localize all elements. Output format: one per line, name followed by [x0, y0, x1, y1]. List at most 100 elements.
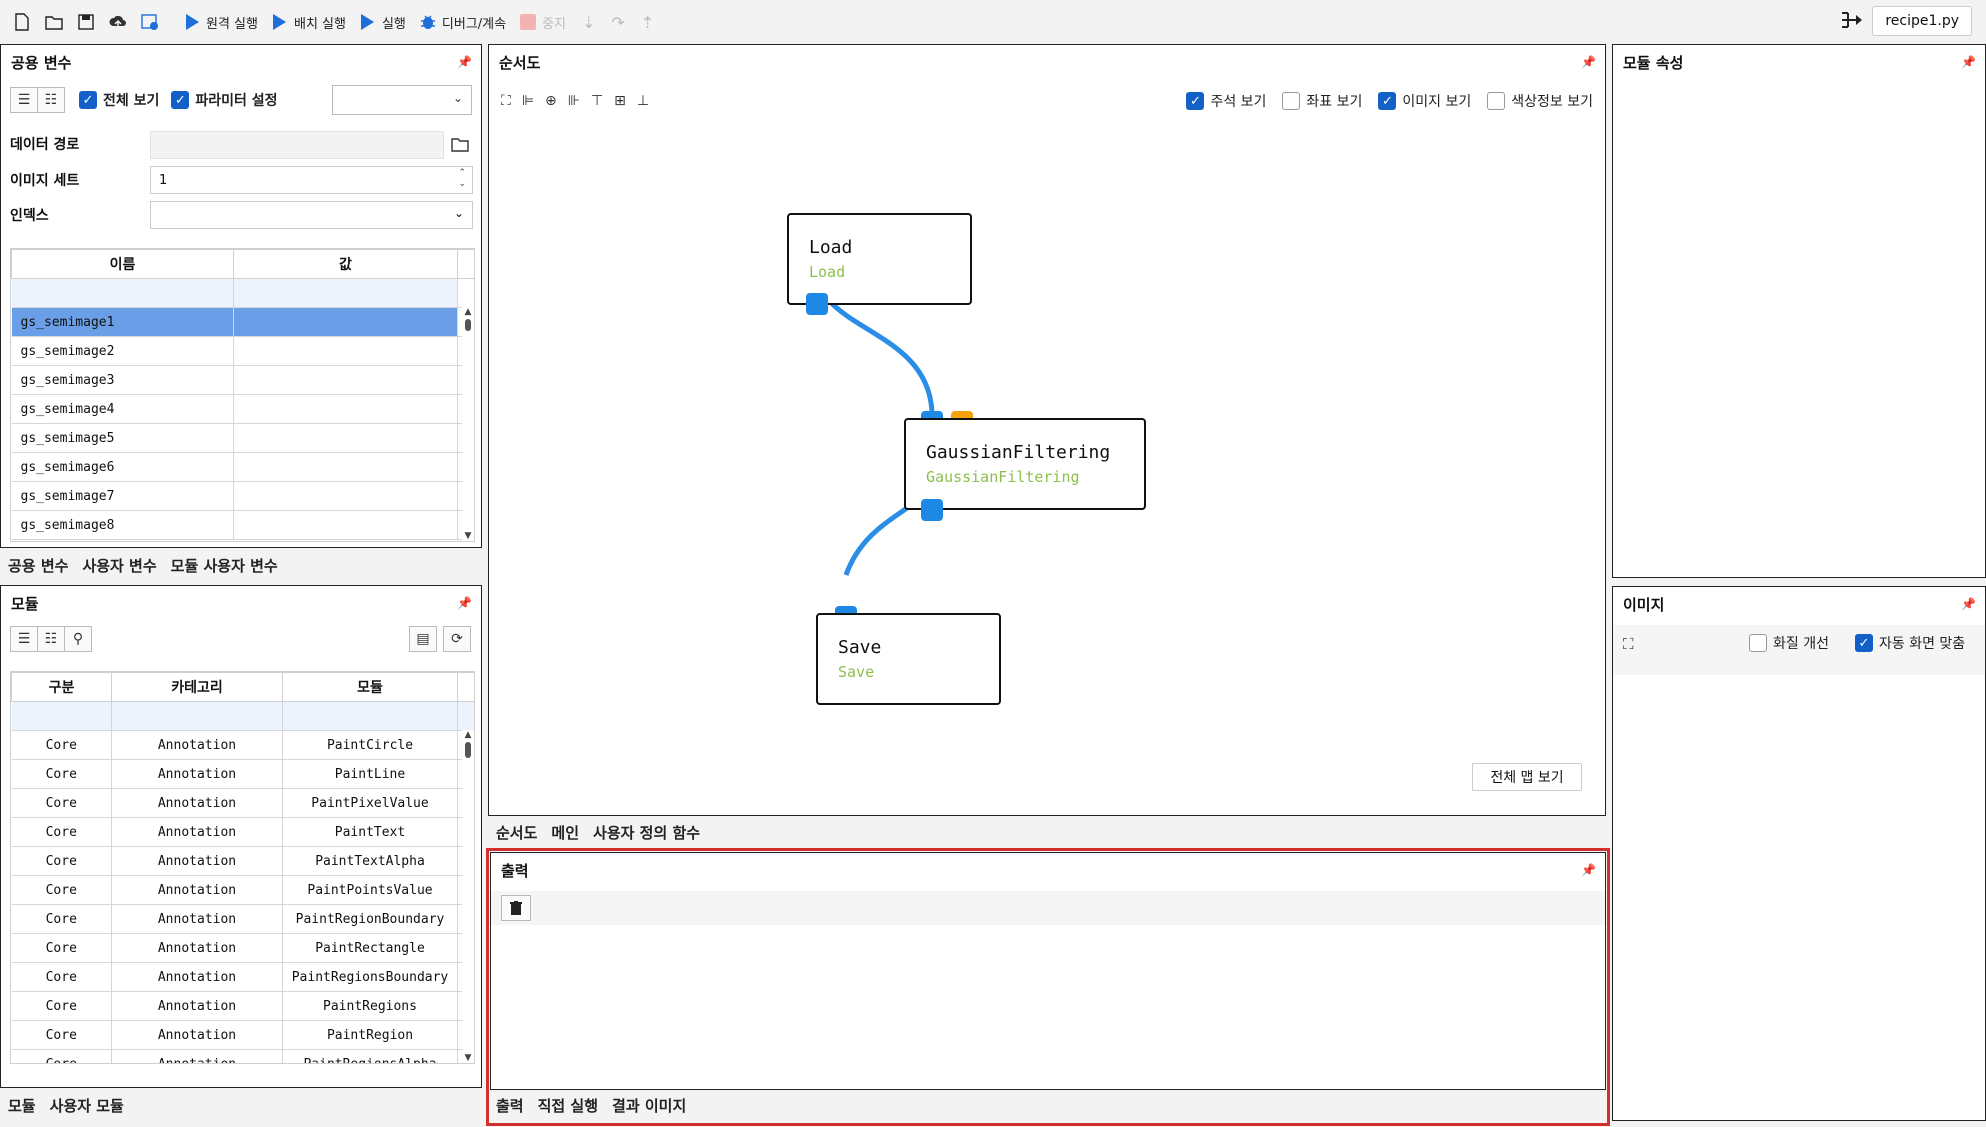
tab-0[interactable]: 출력: [496, 1096, 524, 1115]
full-map-button[interactable]: 전체 맵 보기: [1472, 763, 1582, 791]
table-row[interactable]: gs_semimage4: [11, 394, 474, 424]
tab-2[interactable]: 결과 이미지: [612, 1096, 687, 1115]
refresh-icon[interactable]: ⟳: [443, 626, 471, 652]
show-all-checkbox[interactable]: ✓전체 보기: [79, 90, 159, 110]
flow-node-load[interactable]: Load Load: [787, 213, 972, 305]
tab-0[interactable]: 모듈: [8, 1096, 36, 1115]
stepper-arrows-icon[interactable]: ⌃⌄: [458, 168, 466, 189]
tab-1[interactable]: 메인: [551, 823, 580, 842]
save-icon[interactable]: [76, 8, 100, 36]
index-dropdown[interactable]: ⌄: [150, 201, 473, 229]
data-path-field[interactable]: [150, 131, 444, 159]
module-settings-icon[interactable]: ▤: [409, 626, 437, 652]
align-middle-icon[interactable]: ⊞: [614, 93, 626, 109]
table-row[interactable]: gs_semimage7: [11, 481, 474, 511]
output-port[interactable]: [921, 499, 943, 521]
detail-view-icon[interactable]: ☷: [37, 87, 65, 113]
show-annotation-checkbox[interactable]: ✓주석 보기: [1186, 91, 1266, 111]
step-out-icon[interactable]: ⇡: [640, 12, 655, 32]
variable-value[interactable]: [233, 365, 458, 395]
scroll-down-icon[interactable]: ▼: [464, 1053, 472, 1063]
tab-2[interactable]: 모듈 사용자 변수: [170, 556, 278, 575]
table-row[interactable]: gs_semimage1: [11, 307, 474, 337]
align-center-icon[interactable]: ⊕: [545, 93, 557, 109]
table-row[interactable]: gs_semimage8: [11, 510, 474, 540]
flowchart-canvas[interactable]: Load Load GaussianFiltering GaussianFilt…: [489, 121, 1605, 815]
pin-icon[interactable]: 📌: [457, 55, 472, 69]
step-over-icon[interactable]: ↷: [611, 12, 625, 32]
quality-enhance-checkbox[interactable]: 화질 개선: [1749, 633, 1829, 653]
table-row[interactable]: gs_semimage3: [11, 365, 474, 395]
table-row[interactable]: gs_semimage5: [11, 423, 474, 453]
variable-value[interactable]: [233, 394, 458, 424]
param-settings-checkbox[interactable]: ✓파라미터 설정: [171, 90, 278, 110]
show-color-info-checkbox[interactable]: 색상정보 보기: [1487, 91, 1593, 111]
filter-row[interactable]: [11, 701, 474, 731]
tab-1[interactable]: 사용자 모듈: [49, 1096, 124, 1115]
fit-view-icon[interactable]: ⛶: [1623, 635, 1634, 653]
fit-view-icon[interactable]: ⛶: [501, 93, 511, 109]
param-dropdown[interactable]: ⌄: [332, 85, 472, 115]
remote-run-button[interactable]: 원격 실행: [182, 8, 258, 36]
show-image-checkbox[interactable]: ✓이미지 보기: [1378, 91, 1471, 111]
output-port[interactable]: [806, 293, 828, 315]
detail-view-icon[interactable]: ☷: [37, 626, 65, 652]
step-into-icon[interactable]: ⇣: [582, 12, 596, 32]
vertical-scrollbar[interactable]: ▲ ▼: [462, 730, 474, 1063]
pin-icon[interactable]: 📌: [1581, 863, 1596, 877]
image-set-stepper[interactable]: 1 ⌃⌄: [150, 166, 473, 194]
align-right-icon[interactable]: ⊪: [567, 93, 580, 109]
run-button[interactable]: 실행: [358, 8, 406, 36]
variable-value[interactable]: [233, 336, 458, 366]
tab-0[interactable]: 공용 변수: [8, 556, 69, 575]
scroll-thumb[interactable]: [465, 742, 471, 758]
flow-node-gaussian-filtering[interactable]: GaussianFiltering GaussianFiltering: [904, 418, 1146, 510]
align-left-icon[interactable]: ⊫: [521, 93, 535, 109]
variable-value[interactable]: [233, 423, 458, 453]
scroll-thumb[interactable]: [465, 319, 471, 331]
trash-icon[interactable]: [501, 895, 531, 921]
align-bottom-icon[interactable]: ⊥: [636, 93, 650, 109]
auto-fit-checkbox[interactable]: ✓자동 화면 맞춤: [1855, 633, 1965, 653]
column-header-kind[interactable]: 구분: [11, 672, 112, 702]
show-coords-checkbox[interactable]: 좌표 보기: [1282, 91, 1362, 111]
variable-value[interactable]: [233, 307, 458, 337]
settings-icon[interactable]: [140, 8, 164, 36]
tab-1[interactable]: 직접 실행: [537, 1096, 599, 1115]
open-folder-icon[interactable]: [44, 8, 68, 36]
debug-continue-button[interactable]: 디버그/계속: [418, 8, 506, 36]
file-tab[interactable]: recipe1.py: [1872, 6, 1972, 36]
new-file-icon[interactable]: [12, 8, 36, 36]
folder-open-icon[interactable]: [451, 137, 469, 156]
column-header-value[interactable]: 값: [233, 249, 458, 279]
tab-2[interactable]: 사용자 정의 함수: [593, 823, 701, 842]
flow-node-save[interactable]: Save Save: [816, 613, 1001, 705]
table-row[interactable]: gs_semimage6: [11, 452, 474, 482]
variable-value[interactable]: [233, 452, 458, 482]
column-header-name[interactable]: 이름: [11, 249, 234, 279]
stop-button[interactable]: 중지: [518, 8, 566, 36]
scroll-up-icon[interactable]: ▲: [464, 730, 472, 740]
pin-icon[interactable]: 📌: [1581, 55, 1596, 69]
scroll-up-icon[interactable]: ▲: [464, 307, 472, 317]
column-header-category[interactable]: 카테고리: [111, 672, 283, 702]
list-view-icon[interactable]: ☰: [10, 87, 38, 113]
vertical-scrollbar[interactable]: ▲ ▼: [462, 307, 474, 541]
pin-icon[interactable]: 📌: [457, 596, 472, 610]
flow-icon[interactable]: [1840, 9, 1866, 33]
table-row[interactable]: gs_semimage2: [11, 336, 474, 366]
batch-run-button[interactable]: 배치 실행: [270, 8, 346, 36]
variable-value[interactable]: [233, 510, 458, 540]
list-view-icon[interactable]: ☰: [10, 626, 38, 652]
variable-value[interactable]: [233, 481, 458, 511]
align-top-icon[interactable]: ⊤: [590, 93, 604, 109]
tab-1[interactable]: 사용자 변수: [82, 556, 157, 575]
scroll-down-icon[interactable]: ▼: [464, 531, 472, 541]
